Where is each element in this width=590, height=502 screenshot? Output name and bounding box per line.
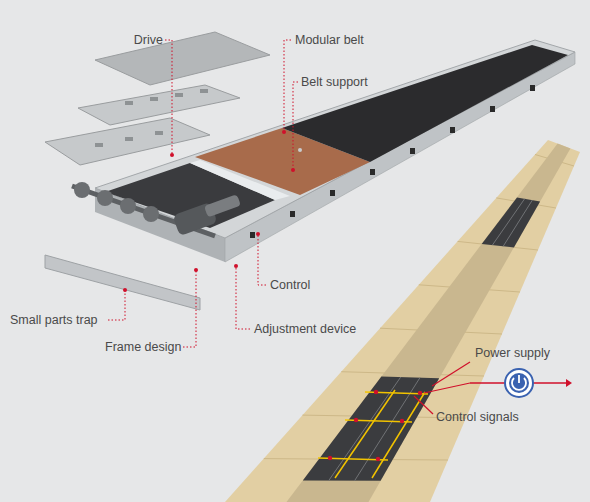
part-label: Belt support <box>301 75 368 90</box>
part-label: Modular belt <box>295 33 364 48</box>
power-symbol <box>470 369 572 397</box>
part-label: Adjustment device <box>254 322 356 337</box>
part-label: Control signals <box>436 410 519 425</box>
red-leaders <box>414 362 470 414</box>
leader-dots <box>123 130 295 292</box>
part-label: Frame design <box>105 340 181 355</box>
part-label: Small parts trap <box>10 313 98 328</box>
part-label: Drive <box>134 33 163 48</box>
part-label: Control <box>270 278 310 293</box>
conveyor-body <box>45 40 575 310</box>
leader-lines <box>108 40 298 347</box>
drive-shaft <box>72 182 241 236</box>
part-label: Power supply <box>475 346 550 361</box>
